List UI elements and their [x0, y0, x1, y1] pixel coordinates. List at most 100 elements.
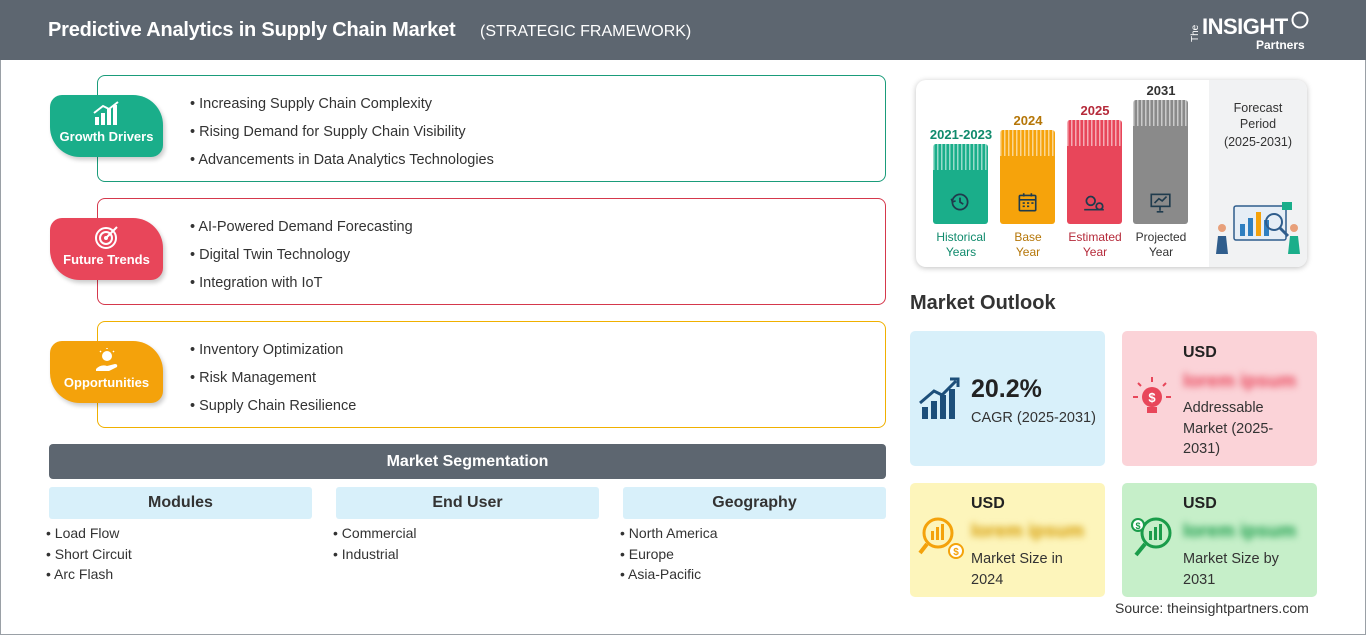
- insight-partners-logo[interactable]: The INSIGHT Partners: [1190, 10, 1320, 52]
- forecast-range: (2025-2031): [1223, 135, 1293, 149]
- size-2024-desc: Market Size in 2024: [971, 549, 1063, 590]
- calendar-icon: [1018, 193, 1037, 212]
- list-item: Digital Twin Technology: [190, 245, 413, 273]
- list-item: Load Flow: [46, 525, 132, 546]
- size-2031-value-blurred: lorem ipsum: [1183, 521, 1296, 542]
- segment-list-end-user: Commercial Industrial: [333, 525, 417, 567]
- desc-line: Market Size in: [971, 551, 1063, 567]
- coins-magnifier-icon: $: [918, 517, 964, 559]
- list-item: AI-Powered Demand Forecasting: [190, 217, 412, 245]
- size-2024-usd: USD: [971, 495, 1005, 512]
- addressable-usd: USD: [1183, 344, 1217, 361]
- timeline-bar: [1067, 120, 1122, 224]
- history-icon: [950, 193, 969, 211]
- forecast-period-text: Forecast Period (2025-2031): [1216, 100, 1300, 150]
- timeline-label-line: Year: [1082, 245, 1108, 259]
- opportunities-panel: Inventory Optimization Risk Management S…: [97, 321, 886, 428]
- timeline-label-line: Base: [1014, 230, 1042, 244]
- logo-arc-icon: [1291, 11, 1309, 29]
- source-citation[interactable]: Source: theinsightpartners.com: [1115, 600, 1309, 616]
- bar-stripes: [933, 144, 988, 170]
- svg-text:$: $: [1135, 521, 1140, 531]
- desc-line: Market Size by: [1183, 551, 1279, 567]
- badge-label: Future Trends: [63, 252, 150, 267]
- desc-line: Addressable: [1183, 400, 1264, 416]
- svg-text:$: $: [953, 547, 959, 558]
- presentation-icon: [1150, 193, 1171, 213]
- timeline-year: 2021-2023: [929, 127, 993, 142]
- svg-text:$: $: [1148, 390, 1156, 405]
- growth-chart-icon: [919, 377, 960, 419]
- size-2024-value-blurred: lorem ipsum: [971, 521, 1084, 542]
- growth-drivers-badge: Growth Drivers: [50, 95, 163, 157]
- future-trends-list: AI-Powered Demand Forecasting Digital Tw…: [190, 217, 413, 301]
- desc-line: 2031): [1183, 441, 1221, 457]
- future-trends-badge: Future Trends: [50, 218, 163, 280]
- timeline-year: 2031: [1146, 83, 1176, 98]
- list-item: Rising Demand for Supply Chain Visibilit…: [190, 122, 494, 150]
- forecast-label: Forecast: [1233, 101, 1283, 115]
- opportunities-badge: Opportunities: [50, 341, 163, 403]
- timeline-year: 2025: [1080, 103, 1110, 118]
- desc-line: 2024: [971, 571, 1004, 588]
- segment-heading-modules: Modules: [49, 487, 312, 519]
- timeline-label-line: Year: [1015, 245, 1041, 259]
- desc-line: 2031: [1183, 571, 1216, 588]
- addressable-desc: Addressable Market (2025- 2031): [1183, 398, 1273, 460]
- segment-heading-end-user: End User: [336, 487, 599, 519]
- bar-stripes: [1000, 130, 1055, 156]
- list-item: North America: [620, 525, 718, 546]
- list-item: Integration with IoT: [190, 273, 413, 301]
- growth-drivers-list: Increasing Supply Chain Complexity Risin…: [190, 94, 494, 178]
- badge-label: Growth Drivers: [59, 129, 154, 144]
- chart-magnifier-icon: $: [1131, 517, 1172, 557]
- logo-partners-text: Partners: [1256, 38, 1305, 52]
- cagr-value: 20.2%: [971, 375, 1042, 403]
- page-subtitle: (STRATEGIC FRAMEWORK): [480, 23, 692, 40]
- size-2031-desc: Market Size by 2031: [1183, 549, 1279, 590]
- segmentation-title: Market Segmentation: [49, 444, 886, 479]
- bar-stripes: [1133, 100, 1188, 126]
- timeline-bar: [933, 144, 988, 224]
- list-item: Risk Management: [190, 368, 356, 396]
- analytics-illustration-icon: [1216, 202, 1300, 254]
- list-item: Asia-Pacific: [620, 566, 718, 587]
- segment-list-modules: Load Flow Short Circuit Arc Flash: [46, 525, 132, 587]
- list-item: Supply Chain Resilience: [190, 396, 356, 424]
- desc-line: Market (2025-: [1183, 420, 1274, 437]
- header-bar: Predictive Analytics in Supply Chain Mar…: [0, 0, 1366, 60]
- segment-heading-geography: Geography: [623, 487, 886, 519]
- logo-the-text: The: [1190, 24, 1201, 42]
- market-size-2024-card: $ USD lorem ipsum Market Size in 2024: [910, 483, 1105, 597]
- cagr-card: 20.2% CAGR (2025-2031): [910, 331, 1105, 466]
- badge-label: Opportunities: [63, 375, 150, 390]
- segment-list-geography: North America Europe Asia-Pacific: [620, 525, 718, 587]
- logo-main-text: INSIGHT: [1202, 14, 1288, 39]
- addressable-market-card: $ USD lorem ipsum Addressable Market (20…: [1122, 331, 1317, 466]
- bar-stripes: [1067, 120, 1122, 146]
- timeline-bar: [1133, 100, 1188, 224]
- timeline-year: 2024: [1013, 113, 1043, 128]
- growth-drivers-panel: Increasing Supply Chain Complexity Risin…: [97, 75, 886, 182]
- list-item: Commercial: [333, 525, 417, 546]
- list-item: Industrial: [333, 546, 416, 567]
- timeline-label-line: Years: [945, 245, 977, 259]
- timeline-label-line: Estimated: [1068, 230, 1122, 244]
- target-icon: [94, 226, 118, 249]
- market-outlook-title: Market Outlook: [910, 292, 1056, 314]
- list-item: Europe: [620, 546, 718, 567]
- timeline-label-line: Year: [1148, 245, 1174, 259]
- market-size-2031-card: $ USD lorem ipsum Market Size by 2031: [1122, 483, 1317, 597]
- list-item: Advancements in Data Analytics Technolog…: [190, 150, 494, 178]
- bar-growth-icon: [92, 101, 119, 125]
- future-trends-panel: AI-Powered Demand Forecasting Digital Tw…: [97, 198, 886, 305]
- hand-bulb-icon: [95, 348, 117, 371]
- list-item: Short Circuit: [46, 546, 132, 567]
- timeline-bar: [1000, 130, 1055, 224]
- timeline-label-line: Projected: [1135, 230, 1187, 244]
- lightbulb-dollar-icon: $: [1133, 377, 1171, 413]
